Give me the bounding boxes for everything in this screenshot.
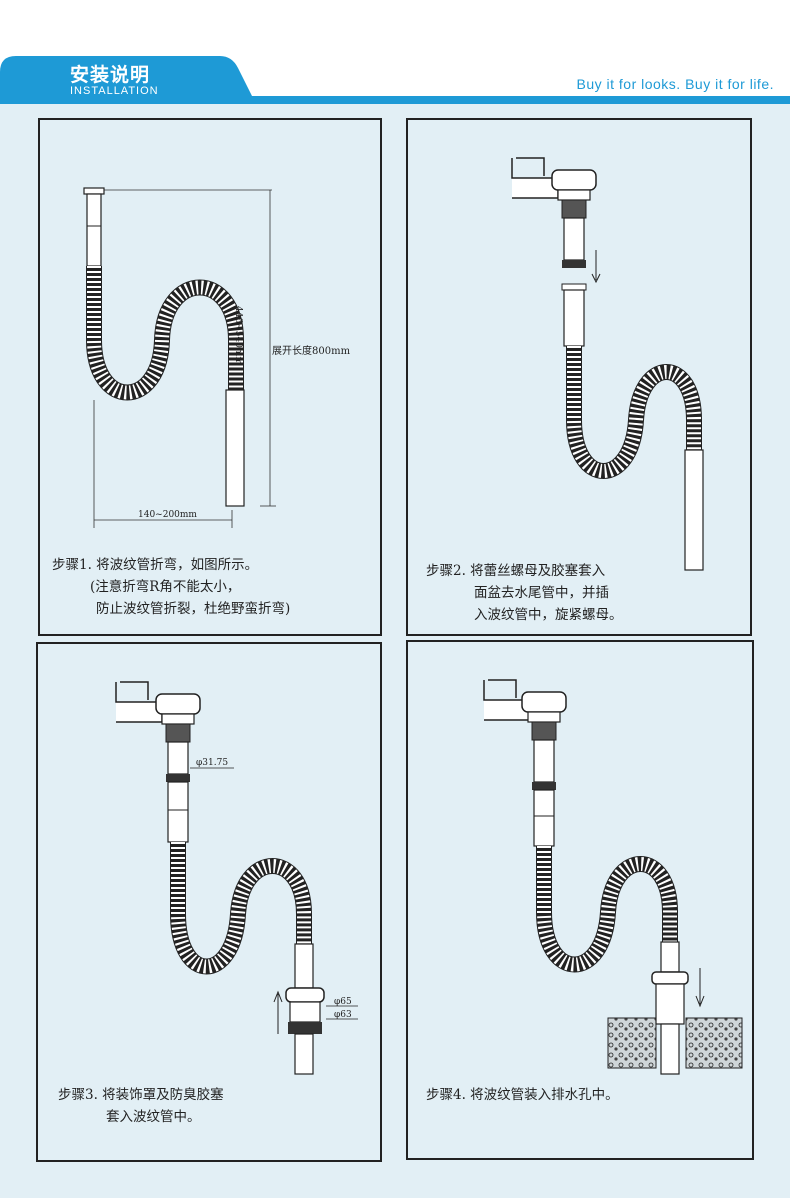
step-3-line-1: 步骤3. 将装饰罩及防臭胶塞 [58, 1087, 224, 1103]
step-2-line-1: 步骤2. 将蕾丝螺母及胶塞套入 [426, 563, 606, 579]
step-2-diagram [511, 157, 704, 571]
cover-diameter-label: φ65 [334, 997, 352, 1007]
step-2-line-2: 面盆去水尾管中，并插 [474, 585, 609, 601]
page-subtitle: INSTALLATION [70, 85, 159, 97]
header-rule [0, 96, 790, 104]
step-1-panel: 446~540mm 展开长度800mm 140~200mm 步骤1. 将波纹管折… [38, 118, 382, 636]
step-2-line-3: 入波纹管中，旋紧螺母。 [474, 607, 623, 623]
plug-diameter-label: φ63 [334, 1010, 352, 1020]
step-4-panel: 步骤4. 将波纹管装入排水孔中。 [406, 640, 754, 1160]
step-1-diagram: 446~540mm 展开长度800mm 140~200mm [83, 187, 351, 528]
height-dimension-label: 446~540mm [233, 306, 243, 365]
length-dimension-label: 展开长度800mm [272, 344, 351, 357]
page-title: 安装说明 [70, 64, 151, 86]
step-2-panel: 步骤2. 将蕾丝螺母及胶塞套入 面盆去水尾管中，并插 入波纹管中，旋紧螺母。 [406, 118, 752, 636]
step-1-line-3: 防止波纹管折裂，杜绝野蛮折弯) [96, 601, 291, 617]
brand-slogan: Buy it for looks. Buy it for life. [576, 76, 774, 92]
step-1-line-2: (注意折弯R角不能太小， [90, 579, 241, 595]
instruction-sheet: 446~540mm 展开长度800mm 140~200mm 步骤1. 将波纹管折… [0, 104, 790, 1198]
pipe-diameter-label: φ31.75 [196, 758, 228, 768]
header: 安装说明 INSTALLATION Buy it for looks. Buy … [0, 0, 790, 106]
step-1-line-1: 步骤1. 将波纹管折弯，如图所示。 [52, 557, 259, 573]
step-4-diagram [483, 679, 743, 1075]
step-4-line-1: 步骤4. 将波纹管装入排水孔中。 [426, 1087, 619, 1103]
width-dimension-label: 140~200mm [138, 510, 197, 520]
step-3-panel: φ31.75 φ65 φ63 步骤3. 将装饰罩及防臭胶塞 套入波纹管中。 [36, 642, 382, 1162]
step-3-diagram: φ31.75 φ65 φ63 [115, 681, 358, 1075]
step-3-line-2: 套入波纹管中。 [106, 1109, 201, 1125]
header-tab [0, 56, 260, 104]
